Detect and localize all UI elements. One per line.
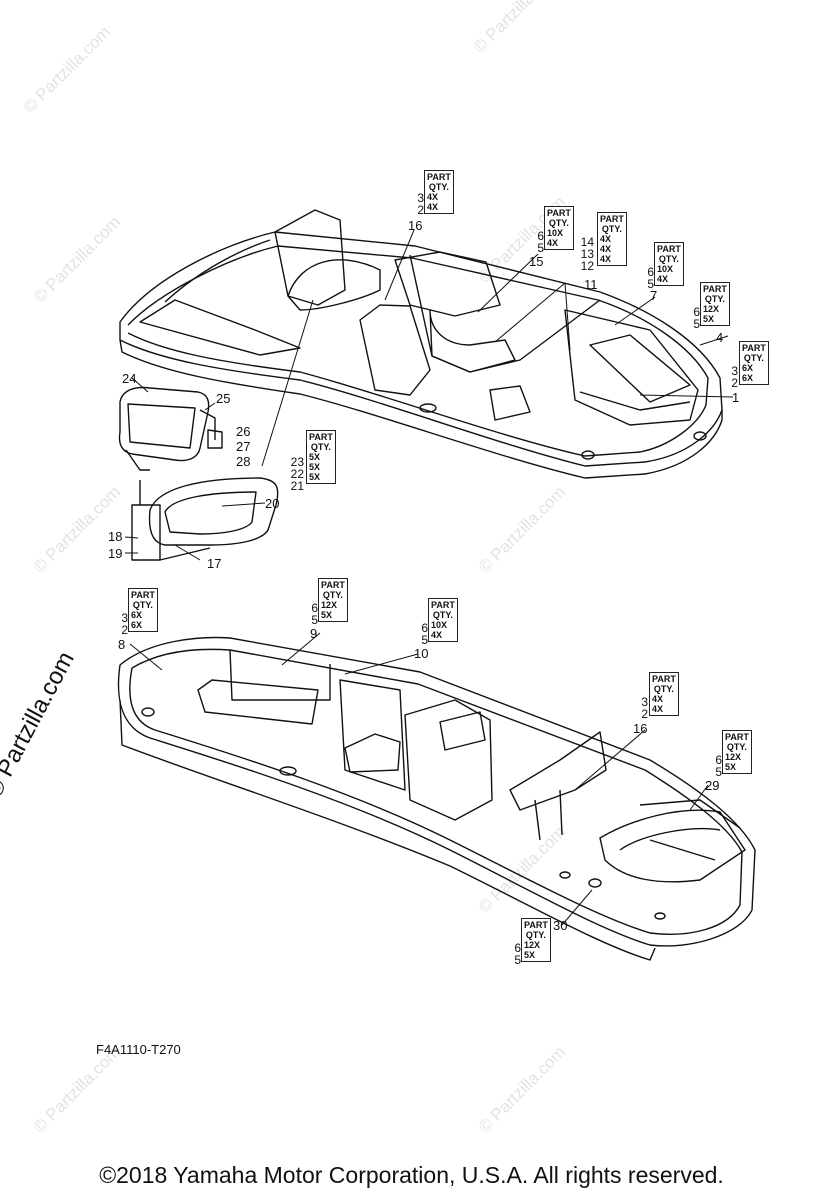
leader-lines — [124, 229, 734, 926]
callout-17: 17 — [207, 556, 221, 571]
pedestal-seat-assembly — [118, 386, 279, 561]
callout-19: 19 — [108, 546, 122, 561]
callout-26: 26 — [236, 424, 250, 439]
upper-boat-hull — [119, 209, 723, 479]
callout-10: 10 — [414, 646, 428, 661]
callout-7: 7 — [650, 288, 657, 303]
callout-20: 20 — [265, 496, 279, 511]
callout-24: 24 — [122, 371, 136, 386]
callout-1: 1 — [732, 390, 739, 405]
callout-30: 30 — [553, 918, 567, 933]
callout-9: 9 — [310, 626, 317, 641]
callout-4: 4 — [716, 330, 723, 345]
copyright-notice: ©2018 Yamaha Motor Corporation, U.S.A. A… — [99, 1162, 724, 1188]
callout-8: 8 — [118, 637, 125, 652]
callout-29: 29 — [705, 778, 719, 793]
callout-15: 15 — [529, 254, 543, 269]
callout-18: 18 — [108, 529, 122, 544]
diagram-code: F4A1110-T270 — [96, 1042, 181, 1057]
callout-11: 11 — [584, 277, 598, 292]
callout-16-lower: 16 — [633, 721, 647, 736]
callout-25: 25 — [216, 391, 230, 406]
callout-27: 27 — [236, 439, 250, 454]
callout-16: 16 — [408, 218, 422, 233]
callout-28: 28 — [236, 454, 250, 469]
lower-boat-hull — [117, 636, 756, 961]
